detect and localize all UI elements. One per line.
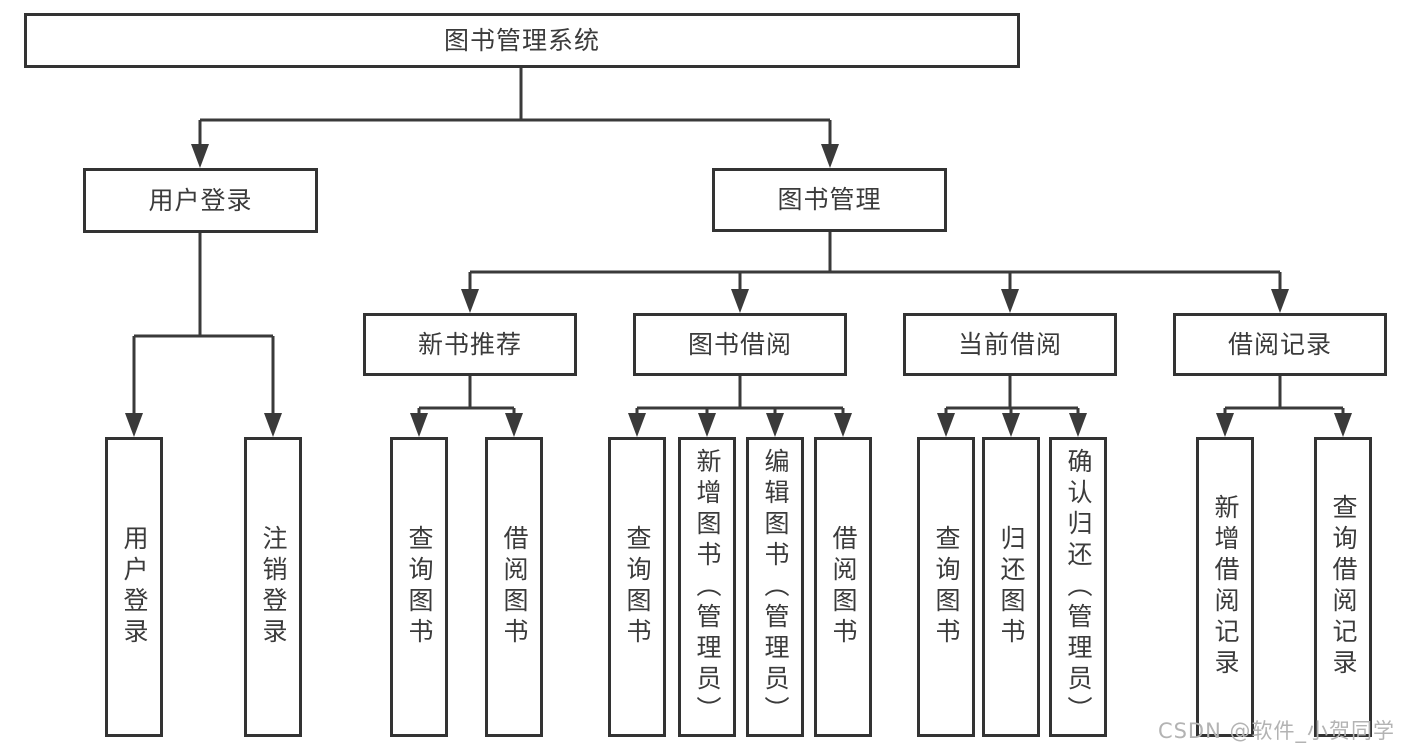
node-current-borrowing: 当前借阅 bbox=[903, 313, 1117, 376]
leaf-recommend-borrow-books: 借阅图书 bbox=[485, 437, 543, 737]
leaf-user-login: 用户登录 bbox=[105, 437, 163, 737]
csdn-watermark: CSDN @软件_小贺同学 bbox=[1157, 719, 1395, 743]
arrowheads bbox=[125, 144, 1352, 437]
leaf-records-add-borrow-record: 新增借阅记录 bbox=[1196, 437, 1254, 737]
leaf-logout: 注销登录 bbox=[244, 437, 302, 737]
node-library-management-system: 图书管理系统 bbox=[24, 13, 1020, 68]
node-new-book-recommendation: 新书推荐 bbox=[363, 313, 577, 376]
leaf-current-confirm-return-admin: 确认归还（管理员） bbox=[1049, 437, 1107, 737]
node-book-borrowing: 图书借阅 bbox=[633, 313, 847, 376]
leaf-borrowing-edit-books-admin: 编辑图书（管理员） bbox=[746, 437, 804, 737]
leaf-borrowing-add-books-admin: 新增图书（管理员） bbox=[678, 437, 736, 737]
node-book-management: 图书管理 bbox=[712, 168, 947, 232]
leaf-borrowing-borrow-books: 借阅图书 bbox=[814, 437, 872, 737]
leaf-current-query-books: 查询图书 bbox=[917, 437, 975, 737]
leaf-current-return-books: 归还图书 bbox=[982, 437, 1040, 737]
leaf-borrowing-query-books: 查询图书 bbox=[608, 437, 666, 737]
leaf-recommend-query-books: 查询图书 bbox=[390, 437, 448, 737]
node-user-login: 用户登录 bbox=[83, 168, 318, 233]
leaf-records-query-borrow-record: 查询借阅记录 bbox=[1314, 437, 1372, 737]
tree-edges bbox=[132, 68, 1345, 416]
node-borrowing-records: 借阅记录 bbox=[1173, 313, 1387, 376]
